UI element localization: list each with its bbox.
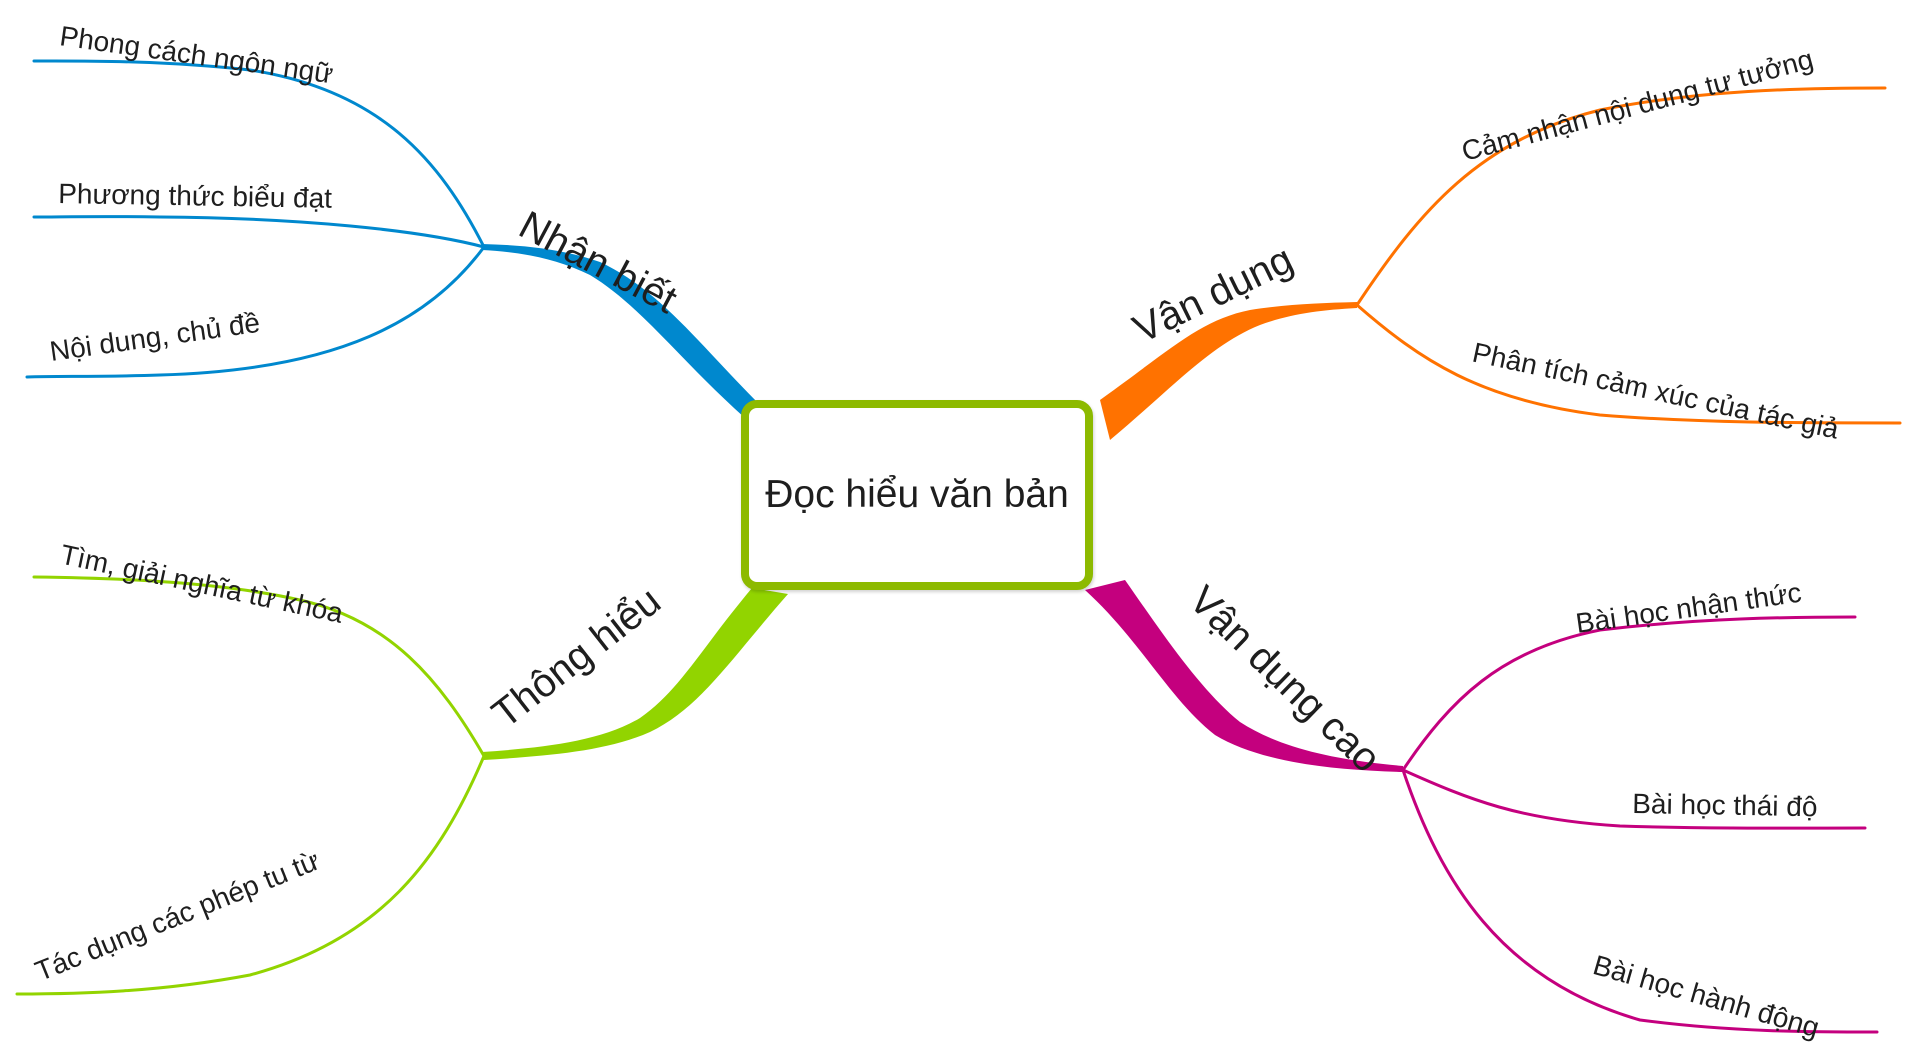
central-topic-label: Đọc hiểu văn bản: [765, 473, 1069, 516]
branch-trunk-van-dung-cao: [1085, 580, 1403, 772]
central-topic[interactable]: Đọc hiểu văn bản: [741, 400, 1093, 590]
branch-children-nhan-biet: [25, 59, 486, 379]
branch-children-thong-hieu: [15, 575, 486, 996]
branch-trunk-nhan-biet: [482, 244, 760, 418]
branch-children-van-dung: [1355, 86, 1902, 425]
node-bai-hoc-thai-do[interactable]: Bài học thái độ: [1631, 788, 1818, 823]
branch-children-van-dung-cao: [1401, 615, 1879, 1034]
branch-trunk-thong-hieu: [482, 588, 788, 760]
branch-trunk-van-dung: [1100, 302, 1357, 440]
node-phuong-thuc-bieu-dat[interactable]: Phương thức biểu đạt: [57, 178, 333, 214]
